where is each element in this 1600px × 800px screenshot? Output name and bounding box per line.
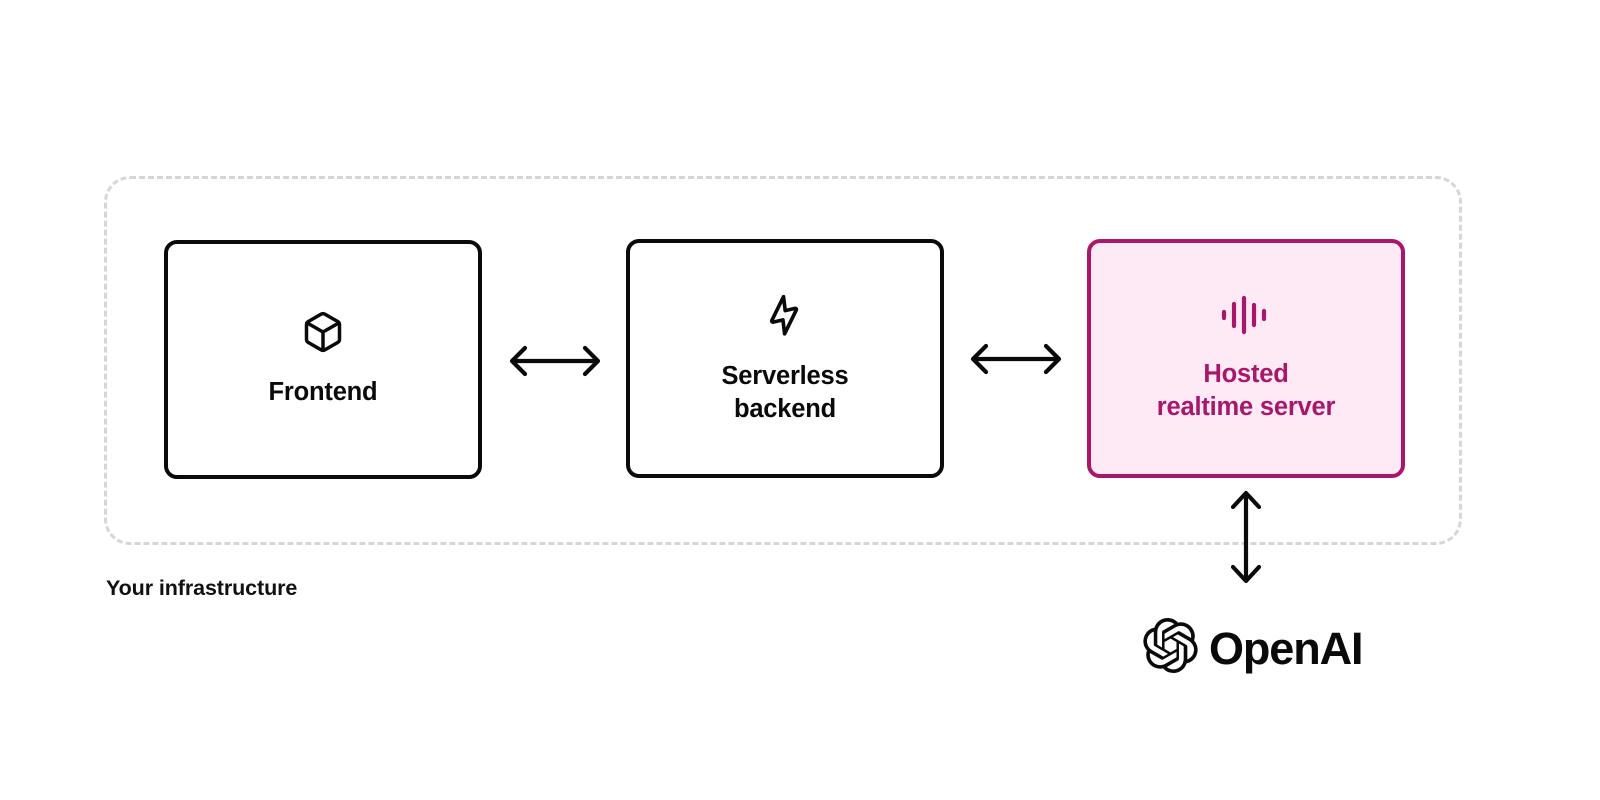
openai-mark: OpenAI	[1143, 618, 1364, 678]
node-serverless-backend-label: Serverless backend	[721, 361, 849, 423]
openai-wordmark: OpenAI	[1209, 622, 1364, 674]
cube-icon	[301, 310, 345, 359]
node-hosted-realtime-server-label: Hosted realtime server	[1156, 359, 1336, 421]
node-serverless-backend[interactable]: Serverless backend	[626, 239, 944, 478]
connector-backend-realtime-bidirectional-arrow	[966, 338, 1066, 385]
audio-waveform-icon	[1220, 294, 1272, 341]
connector-frontend-backend-bidirectional-arrow	[505, 340, 605, 387]
node-frontend[interactable]: Frontend	[164, 240, 482, 479]
node-hosted-realtime-server[interactable]: Hosted realtime server	[1087, 239, 1405, 478]
node-frontend-label: Frontend	[268, 378, 378, 407]
infrastructure-boundary	[104, 176, 1462, 545]
lightning-bolt-icon	[762, 292, 808, 343]
infrastructure-boundary-label: Your infrastructure	[106, 576, 298, 600]
connector-realtime-openai-bidirectional-arrow	[1225, 486, 1267, 593]
openai-blossom-logo	[1143, 618, 1198, 678]
